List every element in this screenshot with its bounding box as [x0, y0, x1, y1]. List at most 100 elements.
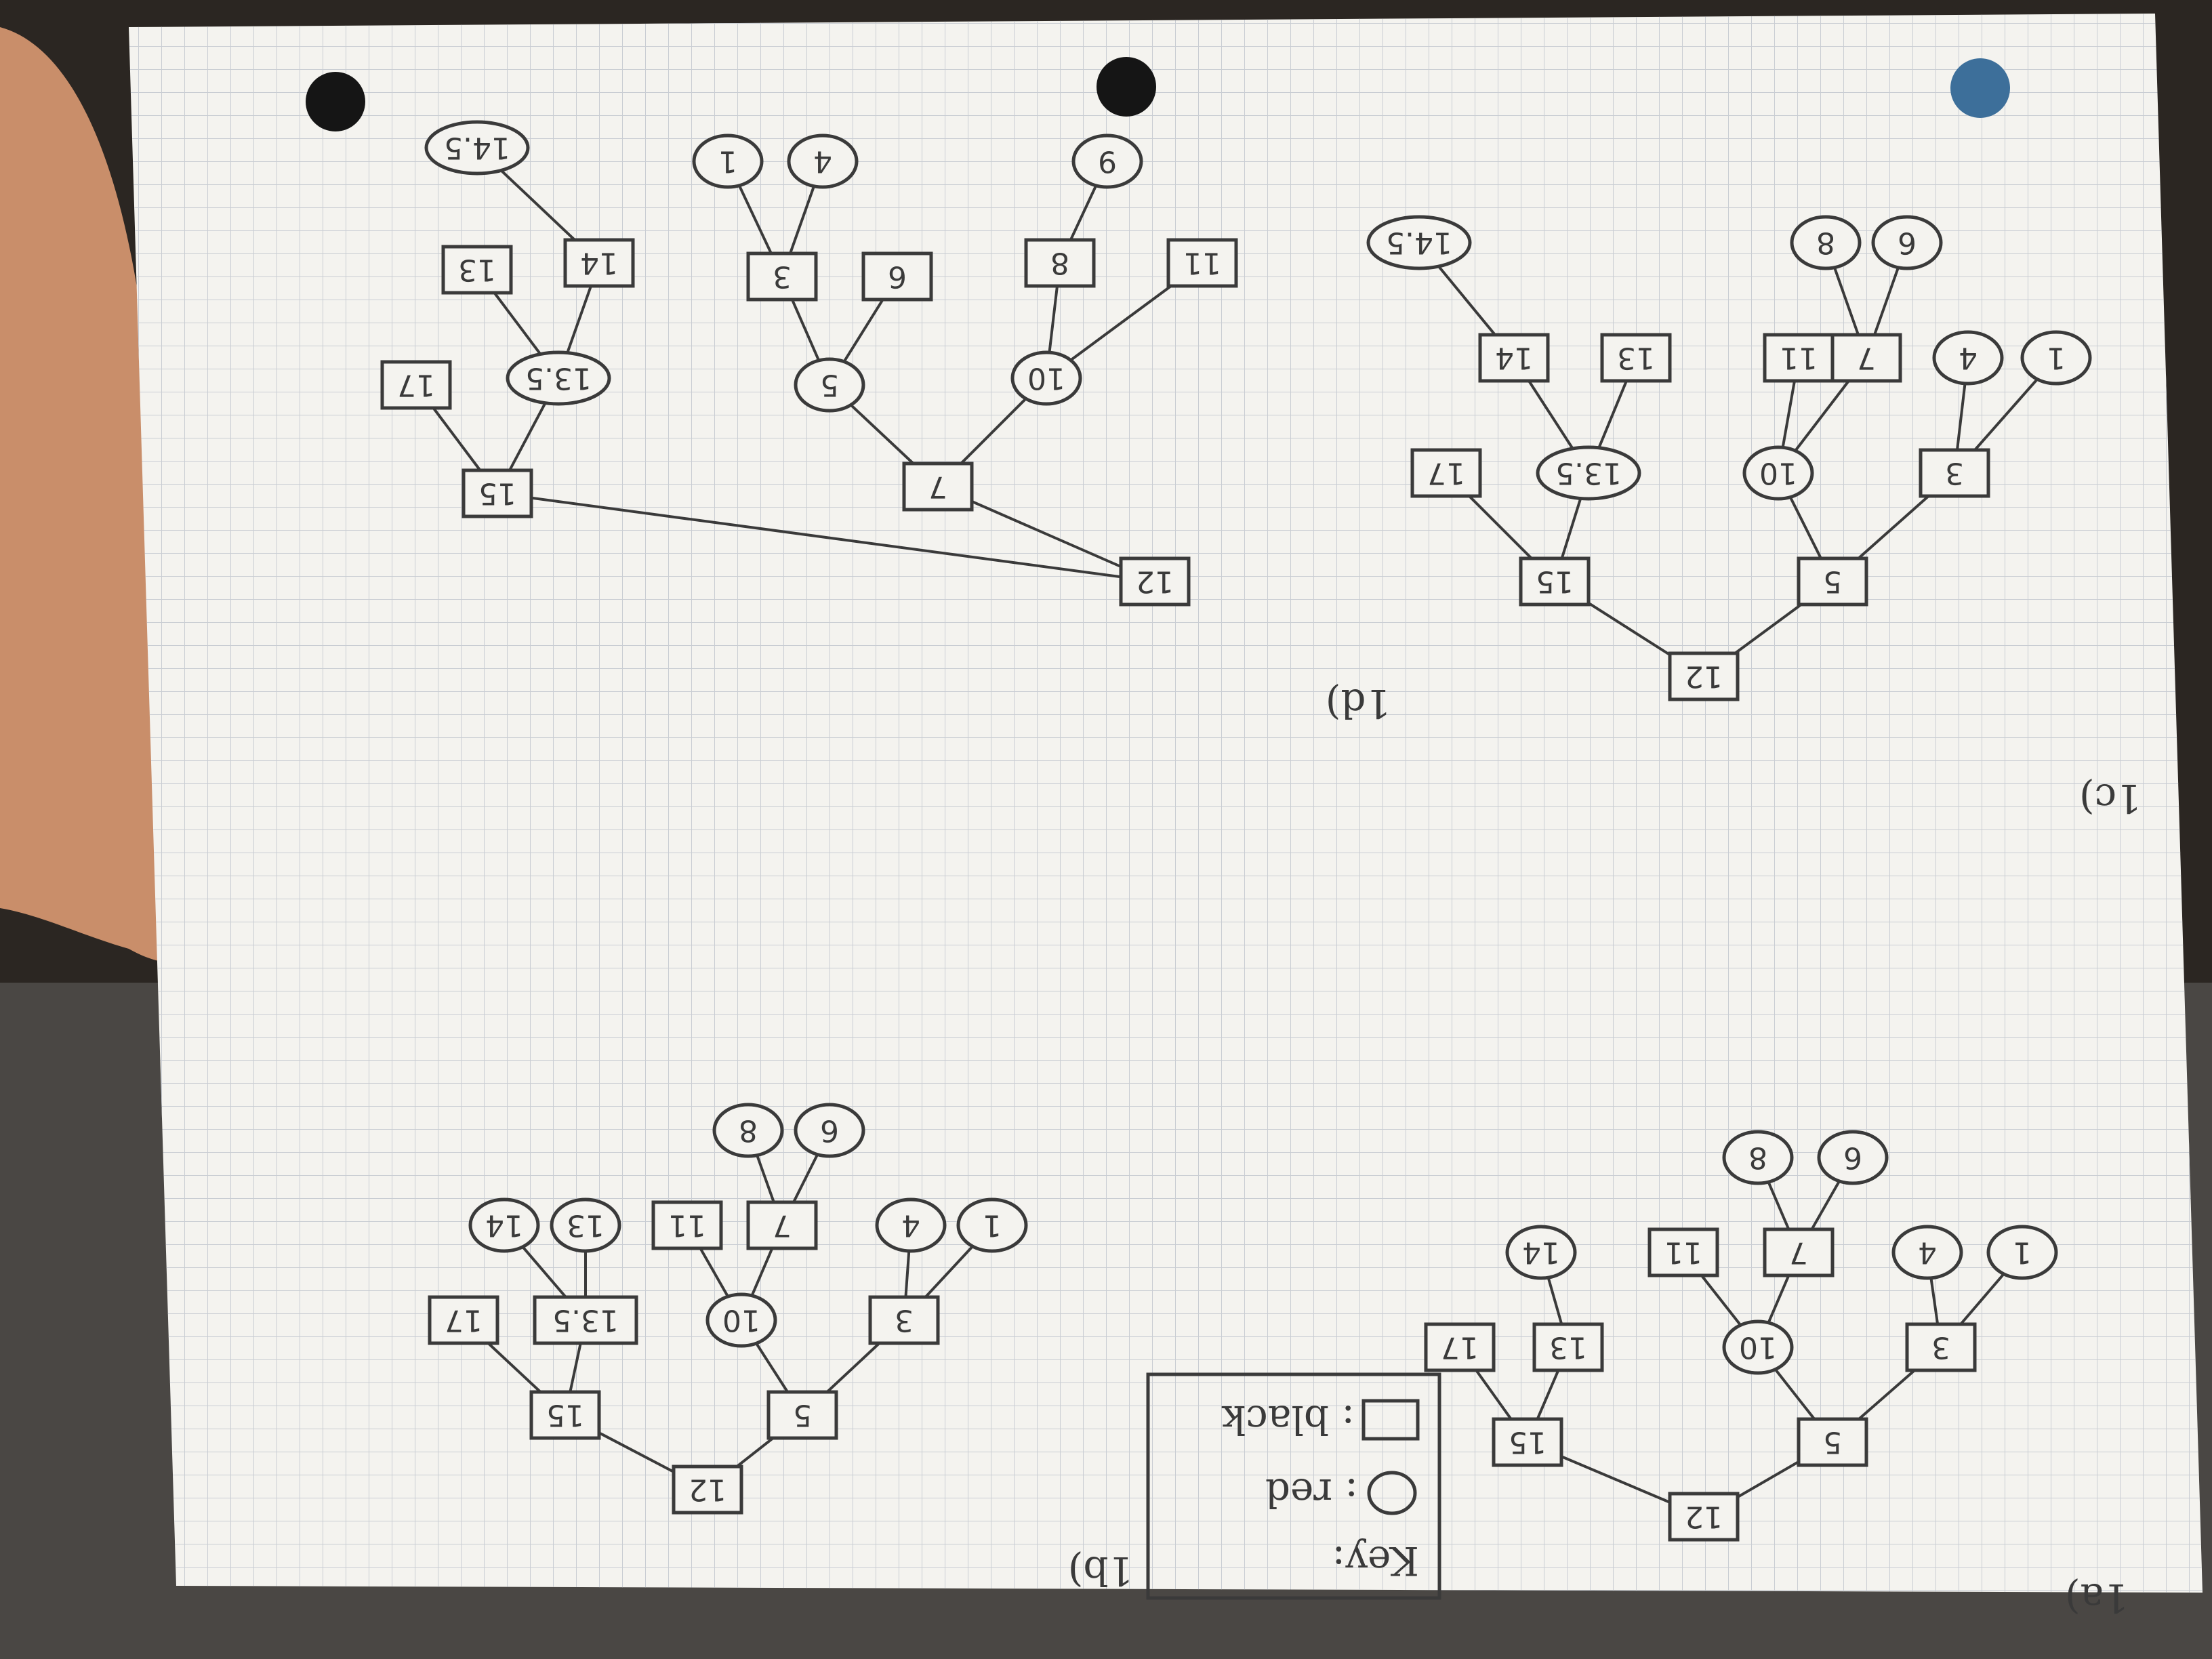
- red-node-oval: [1071, 134, 1143, 189]
- node-label: 11: [1183, 246, 1221, 281]
- red-node-oval: [1790, 215, 1862, 270]
- black-node-box: [1424, 1322, 1496, 1372]
- node-label: 3: [1931, 1330, 1950, 1365]
- red-node-oval: [875, 1197, 947, 1253]
- node-label: 12: [1136, 565, 1174, 599]
- black-node-box: [1668, 1492, 1740, 1542]
- key-box: [1146, 1372, 1441, 1600]
- tree-edge: [937, 485, 1155, 583]
- black-node-box: [462, 468, 533, 518]
- node-label: 13.5: [552, 1303, 619, 1338]
- node-label: 6: [1898, 226, 1917, 260]
- node-label: 7: [1789, 1235, 1808, 1270]
- red-node-oval: [1891, 1225, 1963, 1280]
- node-label: 15: [546, 1398, 584, 1433]
- key-red-swatch: [1367, 1471, 1417, 1515]
- key-black-label: : black: [1221, 1397, 1355, 1443]
- black-node-box: [1492, 1417, 1563, 1467]
- node-label: 4: [813, 144, 832, 179]
- node-label: 9: [1098, 144, 1117, 179]
- tree-section-label: 1b): [1068, 1548, 1134, 1594]
- node-label: 5: [1823, 565, 1842, 599]
- red-node-oval: [712, 1103, 784, 1158]
- node-label: 13: [458, 253, 496, 287]
- red-node-oval: [1505, 1225, 1577, 1280]
- red-node-oval: [2020, 330, 2092, 386]
- node-label: 13: [1617, 341, 1655, 375]
- black-node-box: [861, 251, 933, 302]
- node-label: 6: [820, 1113, 839, 1148]
- node-label: 12: [689, 1473, 726, 1507]
- node-label: 14: [1495, 341, 1533, 375]
- black-node-box: [1763, 333, 1835, 383]
- key-legend: Key: : red : black: [1146, 1372, 1441, 1600]
- node-label: 4: [1959, 341, 1978, 375]
- node-label: 8: [739, 1113, 758, 1148]
- red-node-oval: [1871, 215, 1943, 270]
- node-label: 10: [1739, 1330, 1777, 1365]
- node-label: 3: [895, 1303, 914, 1338]
- node-label: 3: [773, 260, 792, 294]
- black-node-box: [1532, 1322, 1604, 1372]
- black-node-box: [746, 251, 818, 302]
- black-node-box: [441, 245, 513, 295]
- black-node-box: [1166, 238, 1238, 288]
- black-node-box: [428, 1295, 499, 1345]
- black-node-box: [1024, 238, 1096, 288]
- black-node-box: [1600, 333, 1672, 383]
- red-node-oval: [692, 134, 764, 189]
- node-label: 17: [1441, 1330, 1479, 1365]
- node-label: 7: [1857, 341, 1876, 375]
- node-label: 14: [485, 1208, 523, 1243]
- node-label: 14: [580, 246, 618, 281]
- red-node-oval: [1010, 350, 1082, 406]
- node-label: 13: [1549, 1330, 1587, 1365]
- node-label: 8: [1748, 1141, 1767, 1175]
- node-label: 1: [2047, 341, 2066, 375]
- node-label: 15: [1509, 1425, 1547, 1460]
- black-node-box: [766, 1390, 838, 1440]
- red-node-oval: [787, 134, 859, 189]
- red-node-oval: [550, 1197, 621, 1253]
- red-node-oval: [794, 1103, 865, 1158]
- node-label: 1: [718, 144, 737, 179]
- node-label: 4: [901, 1208, 920, 1243]
- node-label: 5: [1823, 1425, 1842, 1460]
- node-label: 14.5: [1386, 226, 1452, 260]
- node-label: 1: [2013, 1235, 2032, 1270]
- red-node-oval: [506, 350, 611, 406]
- node-label: 15: [478, 476, 516, 511]
- node-label: 12: [1685, 659, 1723, 694]
- red-node-oval: [1536, 445, 1641, 501]
- black-node-box: [533, 1295, 638, 1345]
- node-label: 1: [983, 1208, 1002, 1243]
- node-label: 6: [888, 260, 907, 294]
- node-label: 8: [1050, 246, 1069, 281]
- red-node-oval: [1742, 445, 1814, 501]
- node-label: 10: [722, 1303, 760, 1338]
- black-node-box: [1647, 1227, 1719, 1277]
- node-label: 5: [793, 1398, 812, 1433]
- black-node-box: [1797, 1417, 1868, 1467]
- black-node-box: [902, 462, 974, 512]
- node-label: 17: [445, 1303, 483, 1338]
- node-label: 4: [1918, 1235, 1937, 1270]
- black-node-box: [651, 1200, 723, 1250]
- black-node-box: [1119, 556, 1191, 607]
- node-label: 17: [1427, 456, 1465, 491]
- punch-hole: [306, 72, 365, 131]
- handwriting-layer: Key: : red : black 1a)125153101317147111…: [380, 120, 2142, 1621]
- red-node-oval: [1817, 1130, 1889, 1185]
- red-node-oval: [1722, 1319, 1794, 1375]
- tree-section-label: 1d): [1326, 680, 1391, 726]
- node-label: 13.5: [525, 361, 592, 396]
- red-node-oval: [1366, 215, 1472, 270]
- tree-section-label: 1a): [2065, 1575, 2129, 1621]
- black-node-box: [529, 1390, 601, 1440]
- red-node-oval: [705, 1292, 777, 1348]
- key-black-swatch: [1361, 1399, 1420, 1441]
